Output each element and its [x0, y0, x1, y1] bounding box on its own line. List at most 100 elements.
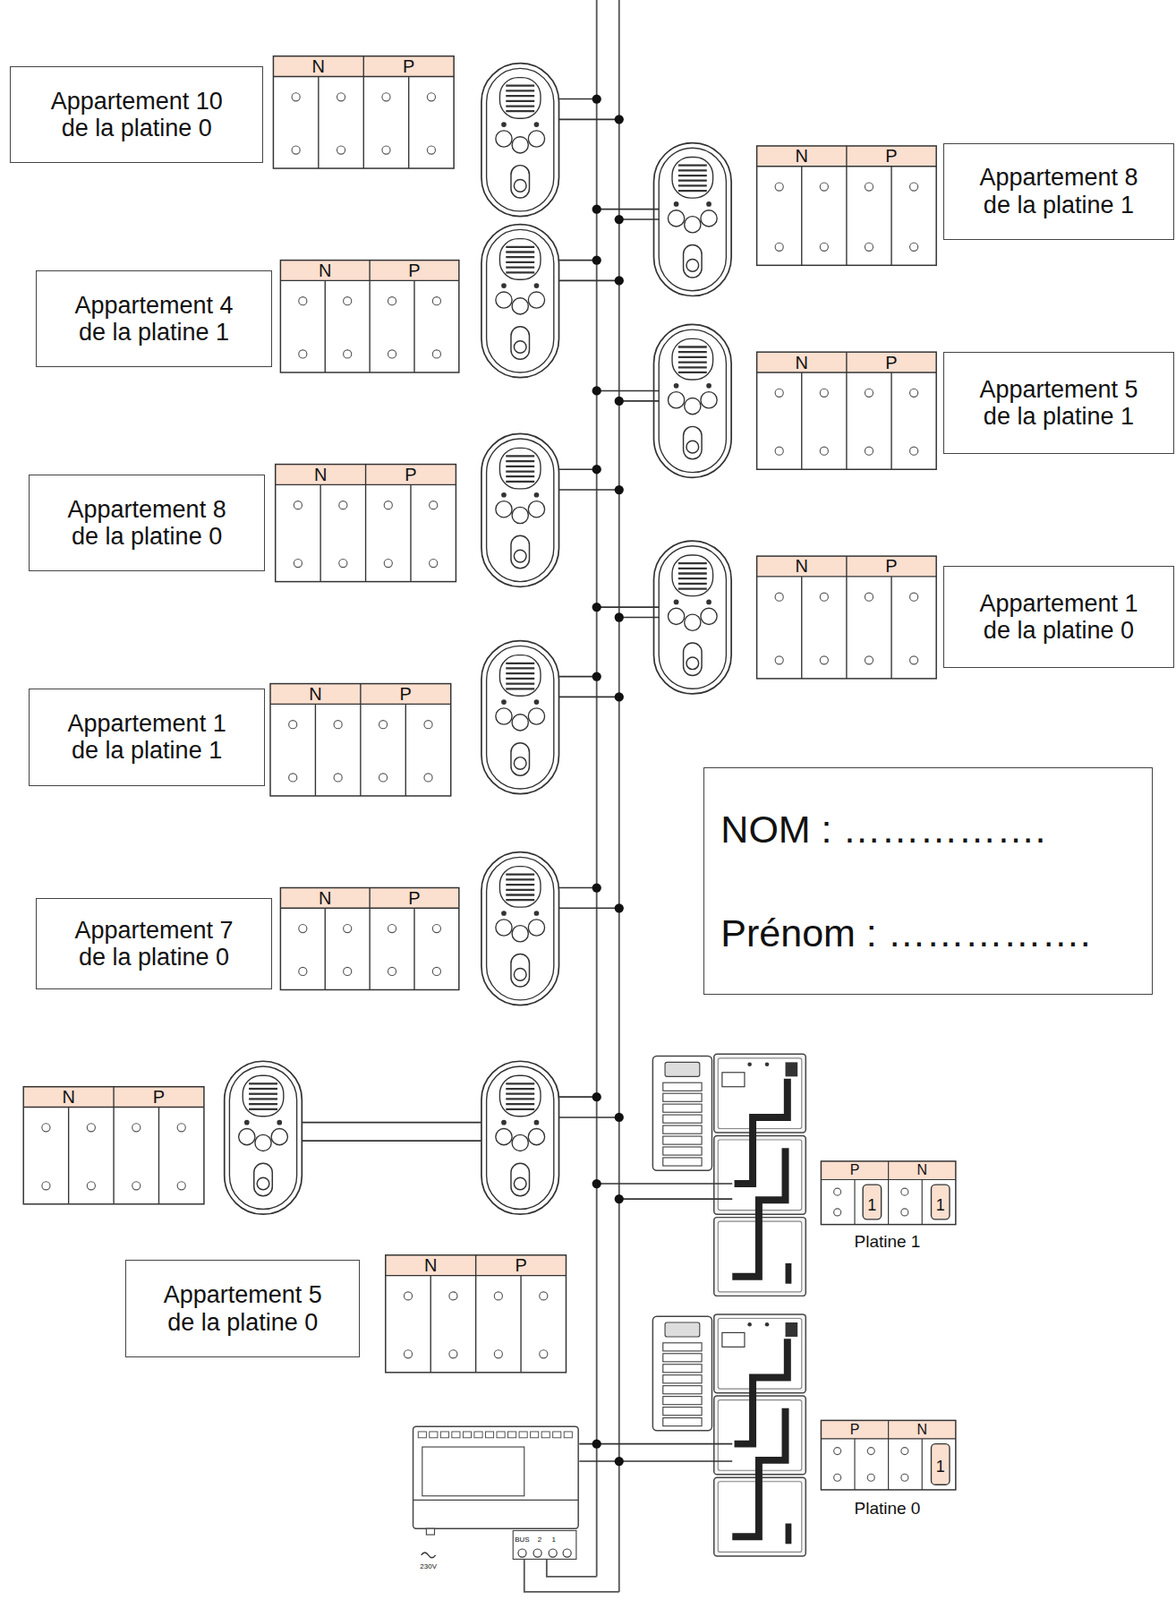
switch-position: 1: [936, 1196, 946, 1213]
junction-dot: [592, 255, 602, 265]
switch-header: N: [424, 1255, 437, 1274]
junction-dot: [614, 691, 624, 701]
wire: [596, 1182, 733, 1185]
apartment-name: Appartement 7 de la platine 0: [45, 916, 263, 971]
handset: [654, 143, 733, 297]
switch-header: N: [61, 1087, 75, 1106]
switch-header: P: [153, 1087, 165, 1106]
switch-header: P: [850, 1162, 861, 1177]
switch-header: N: [916, 1422, 928, 1437]
switch-header: N: [916, 1162, 928, 1177]
wire: [596, 208, 660, 211]
wire: [559, 468, 597, 470]
junction-dot: [614, 1193, 624, 1203]
wire: [559, 488, 620, 491]
apartment-label: Appartement 7 de la platine 0: [35, 897, 273, 990]
wire: [301, 1139, 482, 1142]
switch-header: N: [314, 465, 327, 484]
switch-header: P: [408, 261, 420, 280]
platine-name: Platine 0: [853, 1499, 921, 1517]
door-station: [652, 1053, 806, 1296]
wire: [619, 218, 659, 221]
junction-dot: [614, 1456, 624, 1466]
junction-dot: [614, 485, 624, 495]
switch-position: 1: [867, 1196, 877, 1213]
handset: [481, 63, 560, 217]
bus-wire: [618, 0, 621, 1592]
wire: [619, 616, 659, 619]
terminal-label: BUS: [514, 1535, 529, 1543]
apartment-name: Appartement 10 de la platine 0: [19, 87, 254, 142]
switch-header: N: [318, 261, 332, 280]
wire: [559, 907, 620, 910]
platine-switch-table: [820, 1419, 955, 1489]
form-field: Prénom : …………….: [720, 911, 1091, 955]
handset: [654, 540, 733, 694]
apartment-label: Appartement 8 de la platine 0: [28, 474, 265, 571]
junction-dot: [614, 1112, 624, 1122]
handset: [481, 1060, 560, 1214]
apartment-label: Appartement 4 de la platine 1: [35, 270, 273, 367]
apartment-name: Appartement 5 de la platine 1: [953, 375, 1165, 430]
junction-dot: [614, 275, 624, 285]
wire: [579, 1442, 733, 1445]
switch-header: N: [795, 556, 809, 575]
junction-dot: [614, 903, 624, 912]
apartment-label: Appartement 1 de la platine 0: [943, 565, 1175, 668]
wire: [559, 696, 620, 699]
switch-header: P: [404, 465, 417, 484]
form-field: NOM : …………….: [720, 807, 1046, 851]
junction-dot: [592, 671, 602, 681]
handset: [481, 852, 560, 1006]
dip-switch-table: [385, 1254, 567, 1372]
wire: [596, 605, 660, 608]
junction-dot: [592, 385, 602, 395]
dip-switch-table: [272, 56, 454, 169]
apartment-label: Appartement 5 de la platine 1: [943, 351, 1175, 454]
switch-header: P: [850, 1422, 861, 1437]
switch-header: P: [408, 888, 420, 907]
switch-header: P: [885, 556, 897, 575]
junction-dot: [592, 882, 602, 892]
bus-wire: [524, 1558, 620, 1591]
dip-switch-table: [275, 464, 457, 582]
junction-dot: [614, 612, 624, 622]
switch-header: N: [312, 57, 325, 76]
power-supply: [413, 1425, 580, 1559]
wire: [559, 119, 620, 121]
switch-header: P: [402, 57, 415, 76]
apartment-name: Appartement 1 de la platine 0: [953, 589, 1165, 644]
platine-switch-table: [820, 1160, 955, 1225]
wire: [559, 98, 597, 101]
dip-switch-table: [280, 887, 459, 990]
handset: [224, 1060, 303, 1214]
wire: [559, 1095, 597, 1098]
terminal-label: 1: [552, 1535, 556, 1543]
wire: [559, 259, 597, 262]
handset: [481, 433, 560, 587]
voltage-label: 230V: [419, 1562, 437, 1570]
apartment-name: Appartement 5 de la platine 0: [135, 1280, 350, 1335]
wire: [559, 886, 597, 889]
junction-dot: [592, 602, 602, 612]
dip-switch-table: [757, 145, 938, 265]
apartment-name: Appartement 8 de la platine 0: [38, 495, 256, 550]
wire: [559, 1116, 620, 1118]
wire: [301, 1121, 482, 1124]
apartment-label: Appartement 10 de la platine 0: [9, 66, 264, 163]
apartment-name: Appartement 1 de la platine 1: [38, 709, 256, 764]
switch-header: P: [400, 684, 412, 703]
apartment-name: Appartement 4 de la platine 1: [45, 291, 263, 346]
junction-dot: [592, 1439, 602, 1449]
wire: [596, 390, 660, 392]
dip-switch-table: [270, 683, 452, 796]
junction-dot: [592, 464, 602, 474]
junction-dot: [592, 204, 602, 214]
junction-dot: [614, 114, 624, 124]
wire: [559, 675, 597, 678]
switch-header: N: [318, 888, 332, 907]
wire: [619, 1197, 733, 1200]
wire: [559, 280, 620, 282]
bus-wire: [546, 1558, 597, 1576]
